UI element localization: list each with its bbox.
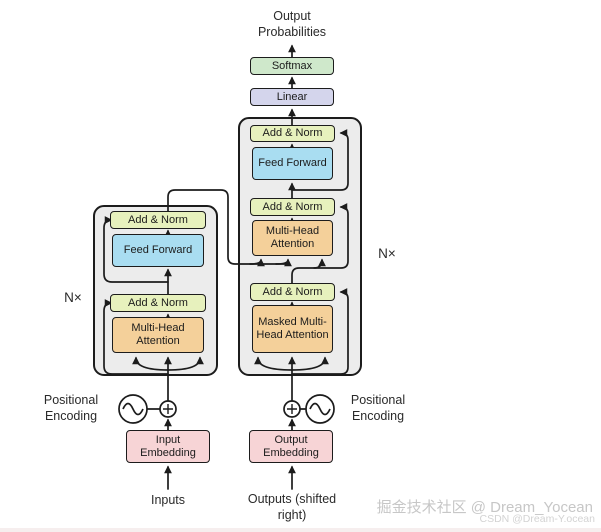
masked-mha-fan-left (254, 356, 293, 371)
cross-attn-feed-center (275, 258, 292, 267)
outputs-label: Outputs (shifted right) (247, 492, 337, 523)
decoder-q-path-and-residual (291, 203, 349, 284)
encoder-feed-forward-box: Feed Forward (112, 234, 204, 267)
masked-mha-fan-right (291, 356, 329, 371)
encoder-mha-fan-left (132, 356, 169, 371)
plus-sign-left (163, 404, 173, 414)
encoder-mha-fan-right (167, 356, 204, 371)
output-embedding-box: Output Embedding (249, 430, 333, 463)
encoder-residual-1 (103, 299, 169, 375)
decoder-residual-masked-mha (291, 288, 349, 375)
encoder-addnorm-2-box: Add & Norm (110, 294, 206, 312)
encoder-output-trunk (167, 189, 287, 265)
sine-wave-right (309, 402, 331, 416)
cross-attn-feed-query (313, 258, 326, 269)
bottom-strip (0, 528, 601, 532)
decoder-addnorm-1-box: Add & Norm (250, 125, 335, 142)
decoder-feed-forward-box: Feed Forward (252, 147, 333, 180)
sine-wave-left (122, 402, 144, 416)
softmax-box: Softmax (250, 57, 334, 75)
cross-attn-feed-left (249, 258, 265, 267)
decoder-addnorm-3-box: Add & Norm (250, 283, 335, 301)
csdn-watermark: CSDN @Dream-Y.ocean (479, 513, 595, 525)
inputs-label: Inputs (150, 493, 186, 507)
positional-encoding-label-left: Positional Encoding (43, 393, 99, 424)
plus-sign-right (287, 404, 297, 414)
decoder-addnorm-2-box: Add & Norm (250, 198, 335, 216)
masked-multi-head-attention-box: Masked Multi-Head Attention (252, 305, 333, 353)
decoder-multi-head-attention-box: Multi-Head Attention (252, 220, 333, 256)
positional-encoding-label-right: Positional Encoding (350, 393, 406, 424)
juejin-watermark: 掘金技术社区 @ Dream_Yocean (376, 499, 593, 516)
encoder-addnorm-1-box: Add & Norm (110, 211, 206, 229)
encoder-residual-2 (103, 216, 169, 283)
encoder-multi-head-attention-box: Multi-Head Attention (112, 317, 204, 353)
output-probabilities-label: Output Probabilities (257, 9, 327, 40)
input-embedding-box: Input Embedding (126, 430, 210, 463)
linear-box: Linear (250, 88, 334, 106)
decoder-residual-ff (291, 129, 349, 191)
n-times-label-encoder: N× (64, 290, 82, 305)
n-times-label-decoder: N× (378, 246, 396, 261)
